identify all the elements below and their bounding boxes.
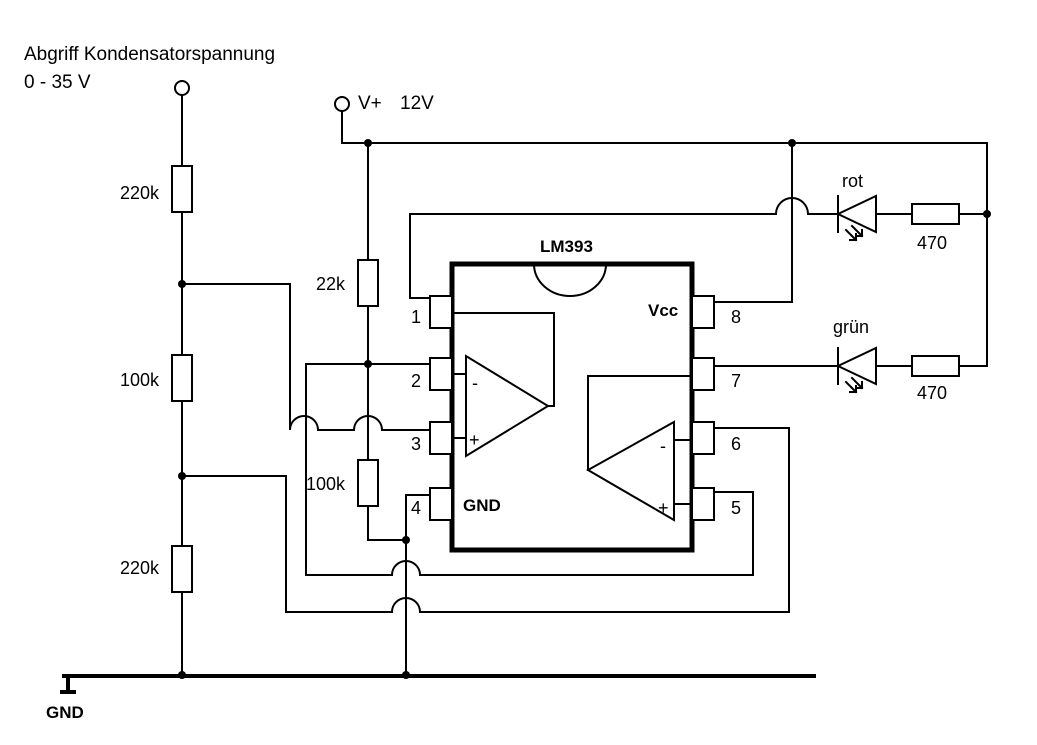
junctions — [178, 139, 991, 679]
ic-pin-8 — [691, 295, 715, 329]
resistor-led-green — [911, 355, 960, 377]
ground-stub — [60, 676, 76, 694]
ic-pin-7 — [691, 357, 715, 391]
pin-label-1: 1 — [411, 307, 421, 327]
led-red-icon — [835, 194, 877, 242]
label-led-red-resistor: 470 — [917, 233, 947, 253]
junction-dot — [788, 139, 796, 147]
wires — [60, 94, 988, 694]
input-terminal — [174, 80, 190, 96]
wire-tap-upper — [181, 283, 431, 431]
label-ref-bottom: 100k — [306, 474, 346, 494]
pin-label-5: 5 — [731, 498, 741, 518]
junction-dot — [402, 671, 410, 679]
junction-dot — [178, 671, 186, 679]
wire-tap-lower — [181, 427, 790, 613]
label-led-green-resistor: 470 — [917, 383, 947, 403]
wire-reference-column — [367, 142, 407, 676]
pin-label-6: 6 — [731, 434, 741, 454]
comparator-1-icon — [465, 354, 550, 458]
comp2-plus-sign: + — [658, 498, 669, 518]
ic-lm393 — [429, 261, 715, 553]
resistor-ref-bottom — [357, 459, 379, 507]
junction-dot — [178, 472, 186, 480]
ic-pin-6 — [691, 421, 715, 455]
wire-comp1-in — [451, 373, 467, 439]
resistor-led-red — [911, 203, 960, 225]
label-divider-top: 220k — [120, 183, 160, 203]
junction-dot — [402, 536, 410, 544]
comparator-2-icon — [585, 420, 675, 522]
junction-dot — [178, 280, 186, 288]
supply-terminal — [334, 96, 350, 112]
pin-label-7: 7 — [731, 371, 741, 391]
pin-label-3: 3 — [411, 434, 421, 454]
comp1-minus-sign: - — [472, 373, 478, 393]
resistor-ref-top — [357, 259, 379, 307]
pin-label-8: 8 — [731, 307, 741, 327]
resistor-divider-bottom — [171, 545, 193, 593]
pin-label-2: 2 — [411, 371, 421, 391]
comp1-plus-sign: + — [469, 430, 480, 450]
ic-pin-1 — [429, 295, 453, 329]
labels: Abgriff Kondensatorspannung 0 - 35 V V+ … — [24, 44, 947, 722]
junction-dot — [983, 210, 991, 218]
label-led-red: rot — [842, 171, 863, 191]
input-title: Abgriff Kondensatorspannung — [24, 44, 275, 65]
ground-label: GND — [46, 703, 84, 722]
ic-pin-3 — [429, 421, 453, 455]
resistor-divider-mid — [171, 354, 193, 402]
label-ref-top: 22k — [316, 274, 346, 294]
label-divider-mid: 100k — [120, 370, 160, 390]
ic-pin-2 — [429, 357, 453, 391]
wire-reference-node — [305, 363, 754, 576]
ic-pin-4 — [429, 487, 453, 521]
led-green-icon — [835, 346, 877, 394]
comp2-minus-sign: - — [660, 436, 666, 456]
ic-pin-5 — [691, 487, 715, 521]
junction-dot — [364, 139, 372, 147]
wire-pin8-vcc — [715, 142, 793, 303]
supply-symbol: V+ — [358, 93, 382, 114]
supply-value: 12V — [400, 93, 434, 114]
label-led-green: grün — [833, 317, 869, 337]
input-range: 0 - 35 V — [24, 72, 91, 93]
ic-gnd-label: GND — [463, 496, 501, 515]
ic-name: LM393 — [540, 237, 593, 256]
resistor-divider-top — [171, 165, 193, 213]
wire-comp2-in — [673, 439, 693, 505]
label-divider-bottom: 220k — [120, 558, 160, 578]
wire-comp1-out — [451, 312, 555, 407]
ic-notch — [532, 262, 608, 297]
wire-comp2-out — [587, 375, 693, 471]
junction-dot — [364, 360, 372, 368]
ic-vcc-label: Vcc — [648, 301, 678, 320]
pin-label-4: 4 — [411, 498, 421, 518]
wire-supply-rail — [341, 110, 988, 367]
wire-red-branch — [409, 197, 988, 299]
wire-pin4-gnd — [405, 494, 431, 541]
